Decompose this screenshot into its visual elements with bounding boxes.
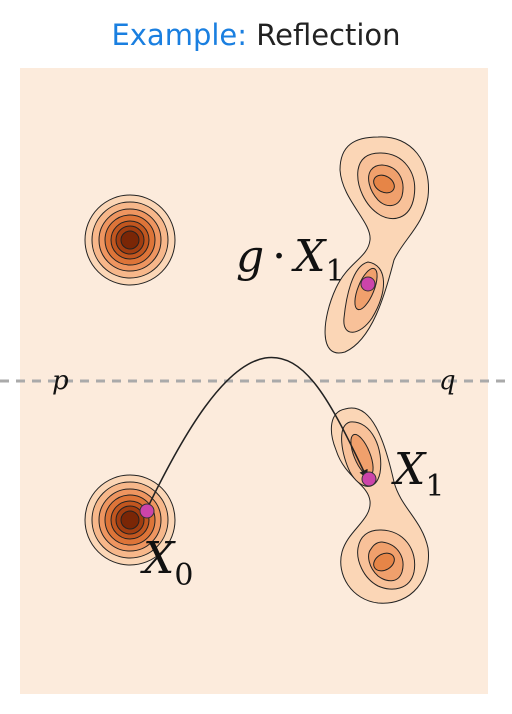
- reflected-label: g·X1: [236, 231, 345, 289]
- x0-point: [139, 503, 155, 519]
- title-prefix: Example:: [111, 18, 248, 52]
- p-label: p: [52, 366, 69, 396]
- figure-title: Example: Reflection: [0, 18, 512, 52]
- x1-point: [361, 471, 377, 487]
- x0-distribution: [84, 474, 176, 566]
- q-label: q: [439, 366, 456, 396]
- reflected-x1-distribution: [324, 136, 430, 354]
- x0-label: X0: [140, 533, 193, 593]
- reflected-x0-distribution: [84, 194, 176, 286]
- title-main: Reflection: [256, 18, 401, 52]
- x1-label: X1: [391, 444, 444, 504]
- x1-distribution: [330, 407, 429, 604]
- transport-path: [145, 356, 368, 512]
- reflected-x1-point: [360, 276, 376, 292]
